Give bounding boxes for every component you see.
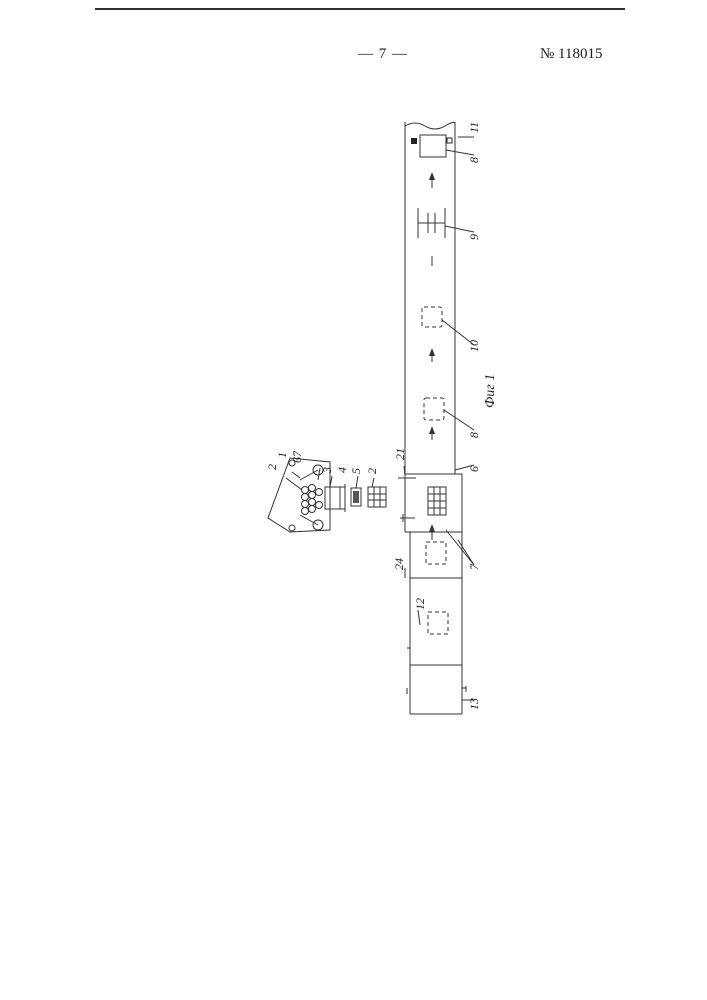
- label-1: 1: [275, 452, 289, 458]
- grid-block-2: [368, 487, 386, 507]
- plate-5: [351, 488, 361, 506]
- label-12: 12: [413, 598, 427, 610]
- unit-9: [418, 208, 445, 238]
- label-13: 13: [467, 698, 481, 710]
- label-24: 24: [392, 558, 406, 570]
- label-9: 9: [467, 234, 481, 240]
- label-11: 11: [467, 122, 481, 133]
- label-67: 67: [290, 450, 304, 463]
- flow-arrows: [429, 172, 435, 540]
- label-10: 10: [467, 340, 481, 352]
- label-5: 5: [349, 468, 363, 474]
- figure-caption: Фиг 1: [483, 374, 498, 408]
- label-2a: 2: [265, 464, 279, 470]
- label-8a: 8: [467, 157, 481, 163]
- label-4: 4: [335, 467, 349, 473]
- grid-block-conveyor: [428, 487, 446, 515]
- label-21: 21: [393, 448, 407, 460]
- label-6: 6: [467, 466, 481, 472]
- leader-lines: [286, 137, 474, 700]
- label-2b: 2: [365, 468, 379, 474]
- label-7: 7: [467, 563, 481, 570]
- unit-8-top: [411, 135, 452, 157]
- label-8b: 8: [467, 432, 481, 438]
- label-3: 3: [320, 467, 334, 474]
- product-blocks: [422, 307, 448, 634]
- unit-21: [398, 473, 416, 522]
